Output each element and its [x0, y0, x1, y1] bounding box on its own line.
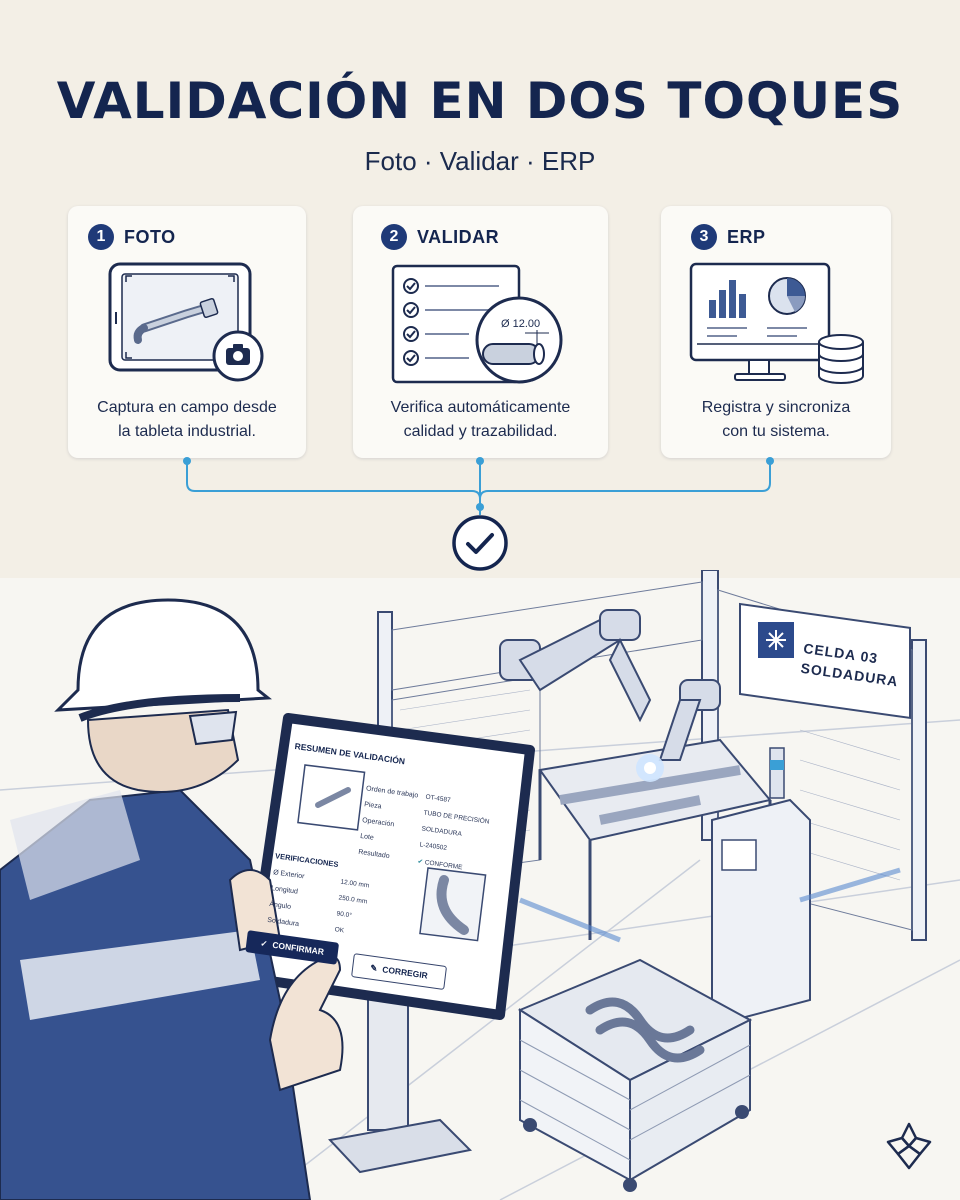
step-number-badge: 1 — [88, 224, 114, 250]
correct-button[interactable]: ✎ CORREGIR — [351, 953, 448, 991]
step-card-validar: 2 VALIDAR Ø 12.00 Verifica automáticamen… — [353, 206, 608, 458]
tablet-screen: RESUMEN DE VALIDACIÓN Orden de trabajo O… — [245, 735, 516, 1006]
check-value: 90.0° — [336, 910, 353, 920]
page-title: VALIDACIÓN EN DOS TOQUES — [56, 72, 904, 130]
step-label: VALIDAR — [417, 226, 500, 247]
check-label: Ángulo — [268, 900, 292, 911]
field-label: Lote — [359, 832, 375, 842]
check-icon — [452, 515, 508, 571]
field-value: L-240502 — [419, 841, 448, 853]
field-label: Pieza — [363, 801, 382, 811]
confirm-button[interactable]: ✓ CONFIRMAR — [245, 930, 340, 965]
step-label: FOTO — [124, 226, 176, 247]
step-card-erp: 3 ERP Registra y sincroniza con tu siste… — [661, 206, 891, 458]
step-number-badge: 2 — [381, 224, 407, 250]
step-header: 2 VALIDAR — [381, 224, 499, 250]
step-header: 1 FOTO — [88, 224, 176, 250]
step-card-foto: 1 FOTO Captura en campo desde la tableta… — [68, 206, 306, 458]
checks-title: VERIFICACIONES — [274, 851, 339, 870]
step-header: 3 ERP — [691, 224, 766, 250]
measure-label: Ø 12.00 — [501, 318, 540, 330]
field-label: Resultado — [357, 848, 390, 861]
field-value: OT-4587 — [425, 793, 451, 805]
checklist-measure-icon: Ø 12.00 — [391, 264, 563, 384]
page-subtitle: Foto · Validar · ERP — [364, 146, 596, 176]
check-icon: ✓ — [259, 937, 269, 949]
pencil-icon: ✎ — [369, 962, 379, 973]
check-value: 12.00 mm — [340, 878, 370, 890]
flow-connector — [183, 457, 774, 515]
step-label: ERP — [727, 226, 766, 247]
check-label: Soldadura — [266, 916, 300, 929]
tablet-camera-icon — [108, 262, 264, 382]
brand-logo-icon — [886, 1122, 932, 1170]
step-number-badge: 3 — [691, 224, 717, 250]
field-value: SOLDADURA — [421, 825, 463, 838]
check-value: OK — [334, 926, 345, 935]
step-description: Captura en campo desde la tableta indust… — [97, 399, 277, 440]
step-description: Verifica automáticamente calidad y traza… — [390, 399, 571, 440]
check-label: Longitud — [270, 884, 299, 896]
field-label: Orden de trabajo — [365, 785, 419, 800]
field-value: TUBO DE PRECISIÓN — [423, 809, 490, 826]
result-value: ✔ CONFORME — [417, 858, 463, 872]
check-label: Ø Exterior — [272, 869, 305, 881]
step-description: Registra y sincroniza con tu sistema. — [701, 399, 851, 440]
check-value: 250.0 mm — [338, 894, 368, 906]
monitor-database-icon — [689, 262, 864, 384]
field-label: Operación — [361, 817, 395, 829]
